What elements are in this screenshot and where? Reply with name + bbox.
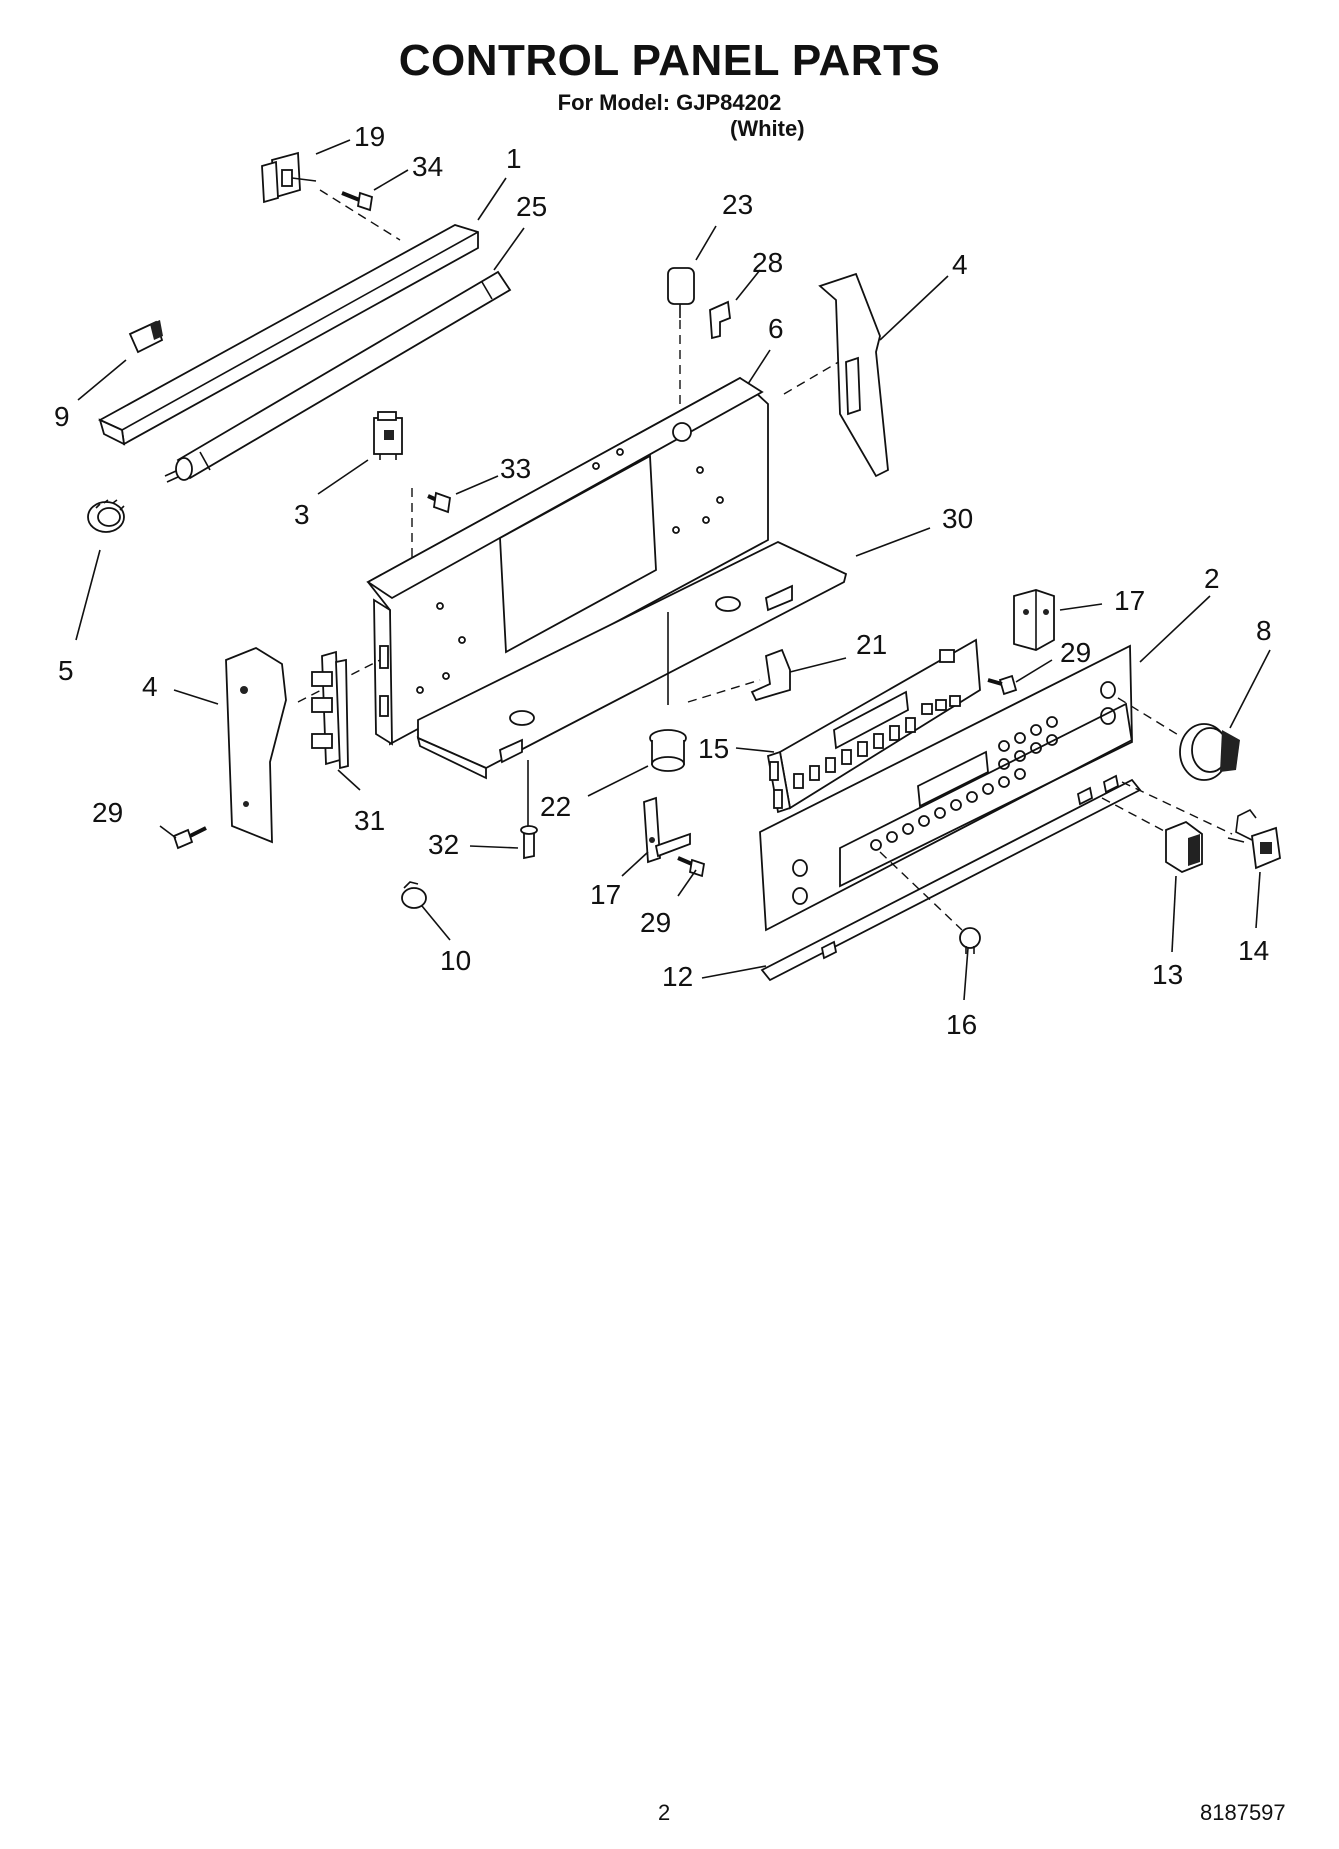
part-34-screw <box>341 191 374 212</box>
callout-19: 19 <box>354 121 385 152</box>
document-number: 8187597 <box>1200 1800 1286 1825</box>
callout-34: 34 <box>412 151 443 182</box>
part-23-capacitor <box>667 267 695 420</box>
part-29-screw-lower <box>677 856 706 878</box>
model-color: (White) <box>730 116 805 141</box>
callout-8: 8 <box>1256 615 1272 646</box>
callout-32: 32 <box>428 829 459 860</box>
part-13-switch <box>1101 797 1203 874</box>
callout-30: 30 <box>942 503 973 534</box>
part-4-left-end-cap <box>225 646 381 844</box>
callout-3: 3 <box>294 499 310 530</box>
part-9-clip <box>128 320 164 354</box>
callout-10: 10 <box>440 945 471 976</box>
part-17-bracket-lower <box>643 796 691 864</box>
callout-29-upper: 29 <box>1060 637 1091 668</box>
part-14-switch <box>1121 781 1281 870</box>
part-2-front-panel <box>759 644 1133 932</box>
callout-1: 1 <box>506 143 522 174</box>
callout-17-upper: 17 <box>1114 585 1145 616</box>
part-21-bracket <box>687 648 791 703</box>
part-30-shield <box>416 541 848 830</box>
part-4-right-end-cap <box>818 272 889 478</box>
part-29-screw-left <box>172 826 207 850</box>
callout-4-right: 4 <box>952 249 968 280</box>
callout-22: 22 <box>540 791 571 822</box>
callout-labels: 19 34 1 25 23 28 4 6 9 3 33 30 5 17 2 8 … <box>54 121 1272 1040</box>
part-19-switch-housing <box>261 151 317 204</box>
part-3-relay <box>373 411 403 460</box>
callout-13: 13 <box>1152 959 1183 990</box>
callout-12: 12 <box>662 961 693 992</box>
part-32-screw <box>520 825 538 860</box>
part-25-fluorescent-tube <box>164 270 512 483</box>
page-title: CONTROL PANEL PARTS <box>398 36 941 85</box>
part-8-control-knob <box>1117 697 1240 781</box>
part-33-screw <box>411 488 451 560</box>
callout-23: 23 <box>722 189 753 220</box>
callout-6: 6 <box>768 313 784 344</box>
callout-21: 21 <box>856 629 887 660</box>
callout-15: 15 <box>698 733 729 764</box>
callout-29-lower: 29 <box>640 907 671 938</box>
part-22-grommet <box>649 729 687 772</box>
callout-33: 33 <box>500 453 531 484</box>
part-17-bracket-upper <box>1013 589 1055 651</box>
model-number: For Model: GJP84202 <box>557 90 782 115</box>
part-6-console-panel <box>366 359 843 746</box>
part-28-bracket <box>709 300 731 340</box>
callout-28: 28 <box>752 247 783 278</box>
part-1-trim-strip <box>97 224 479 446</box>
part-29-screw-upper <box>987 674 1018 696</box>
page-number: 2 <box>658 1800 671 1825</box>
callout-9: 9 <box>54 401 70 432</box>
callout-17-lower: 17 <box>590 879 621 910</box>
leader-lines <box>75 139 1271 1001</box>
callout-14: 14 <box>1238 935 1269 966</box>
part-31-connector-strip <box>311 650 349 770</box>
part-5-gear-knob <box>87 499 125 533</box>
part-16-button <box>879 851 981 954</box>
part-10-plug <box>401 881 427 909</box>
callout-16: 16 <box>946 1009 977 1040</box>
callout-2: 2 <box>1204 563 1220 594</box>
callout-5: 5 <box>58 655 74 686</box>
callout-31: 31 <box>354 805 385 836</box>
part-15-control-board <box>766 638 981 814</box>
callout-4-left: 4 <box>142 671 158 702</box>
callout-29-left: 29 <box>92 797 123 828</box>
callout-25: 25 <box>516 191 547 222</box>
